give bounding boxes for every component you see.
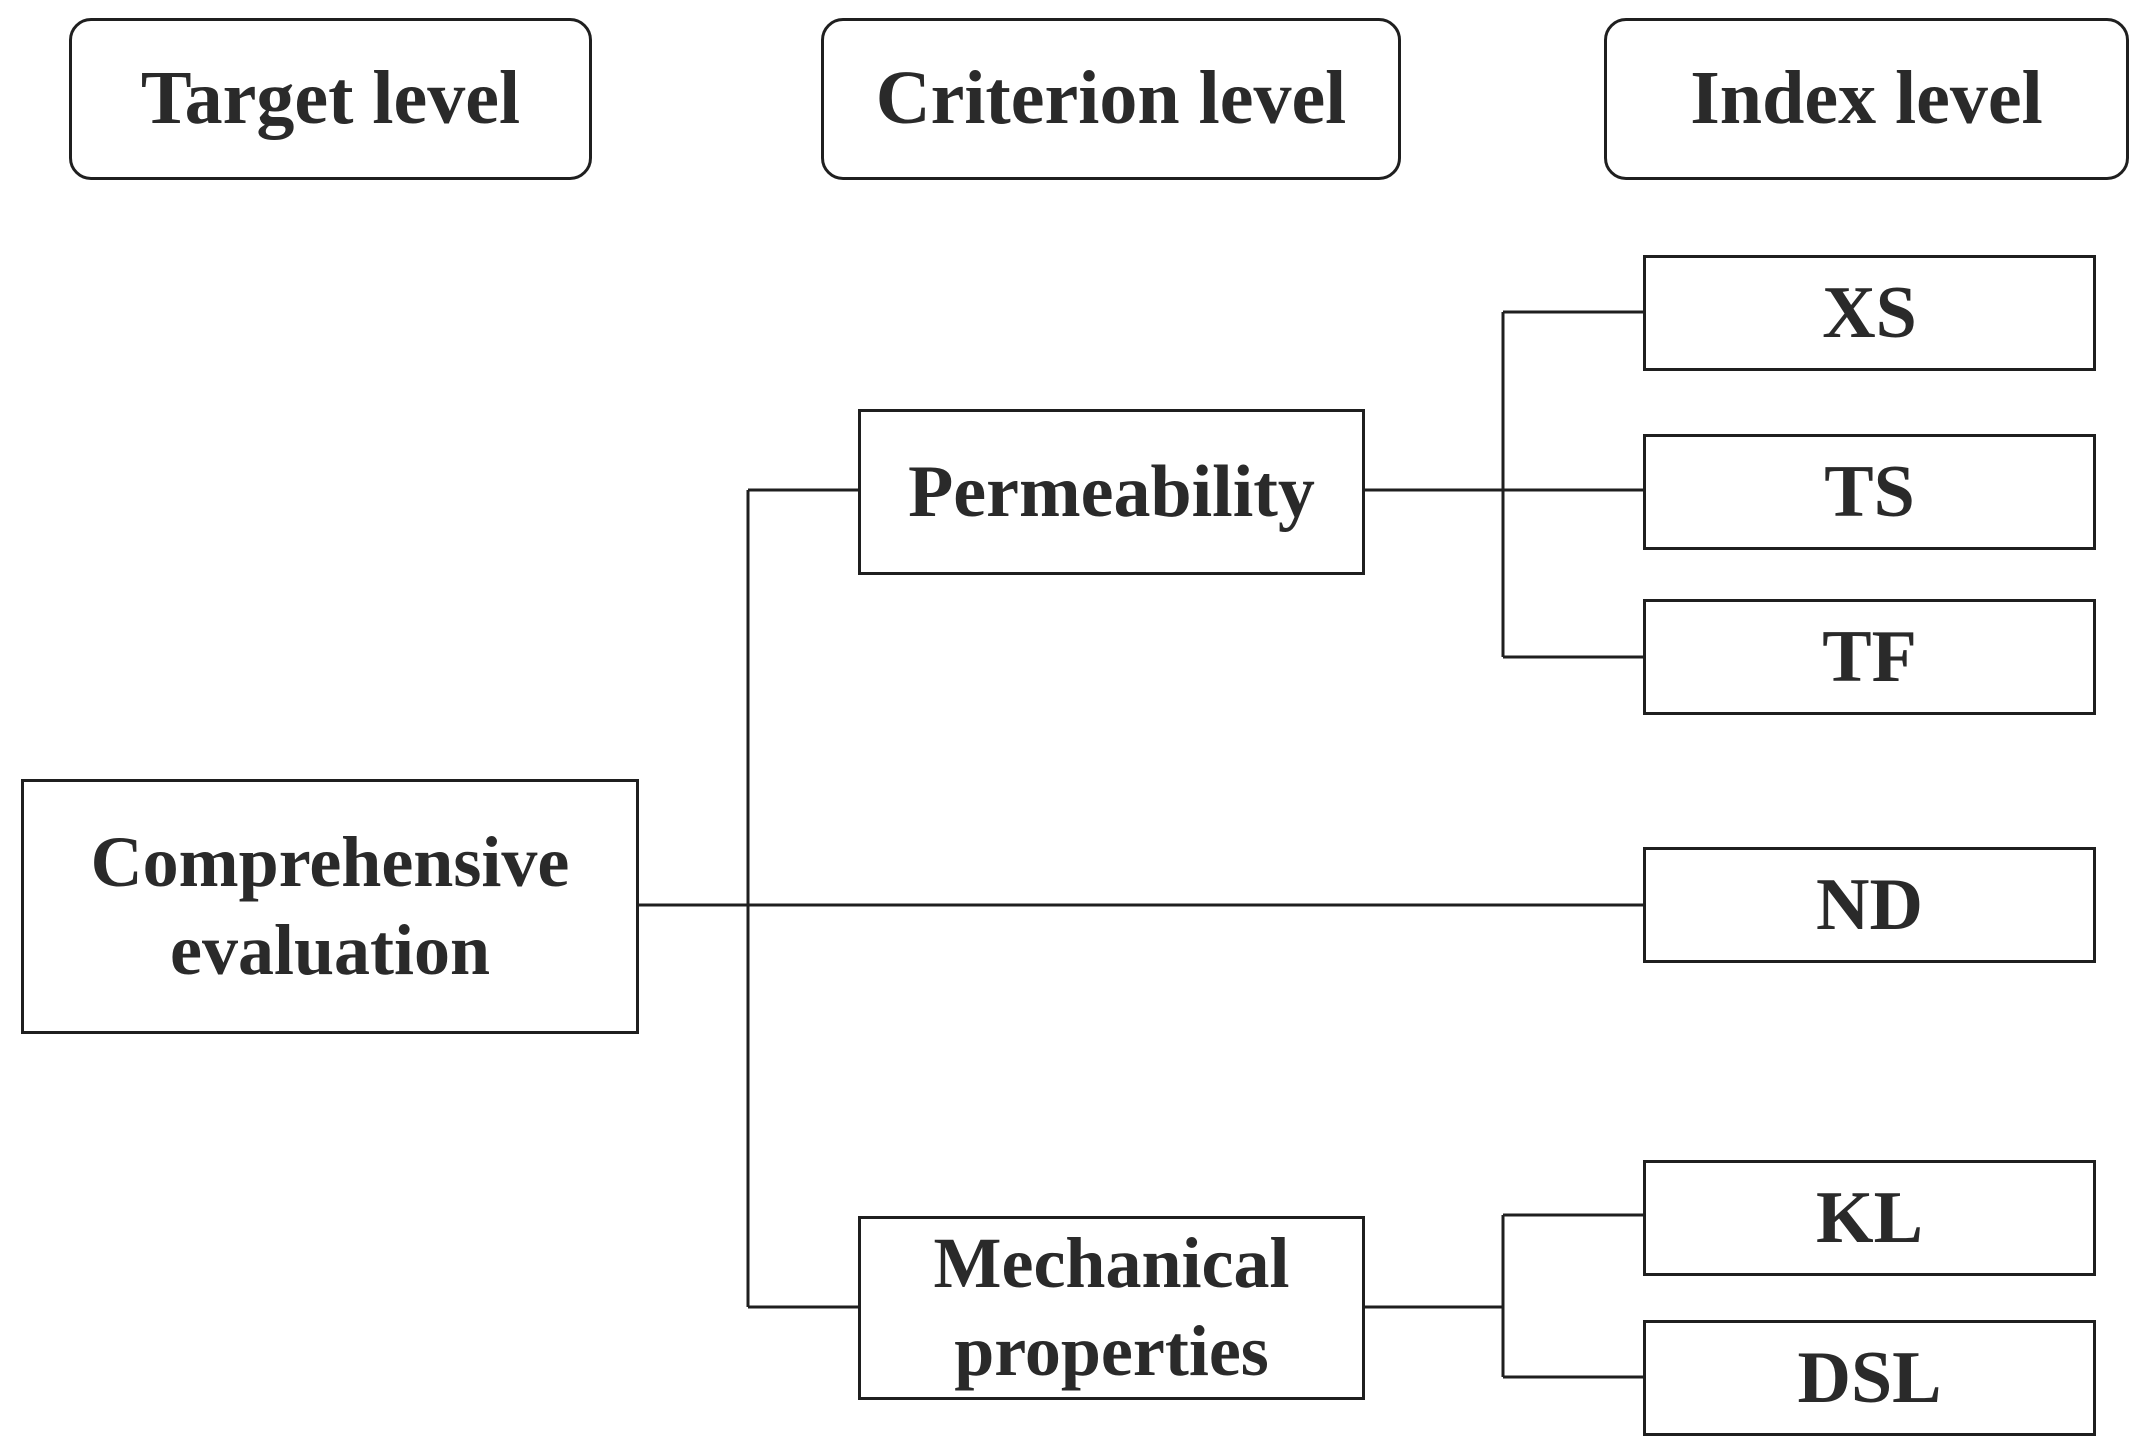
mechanical-properties-node: Mechanical properties bbox=[858, 1216, 1365, 1400]
index-dsl-node: DSL bbox=[1643, 1320, 2096, 1436]
index-level-label: Index level bbox=[1690, 56, 2043, 141]
root-line-1: Comprehensive bbox=[90, 821, 570, 902]
target-level-label: Target level bbox=[140, 56, 521, 141]
root-line-2: evaluation bbox=[169, 909, 491, 990]
index-kl-label: KL bbox=[1816, 1176, 1923, 1259]
index-kl-node: KL bbox=[1643, 1160, 2096, 1276]
index-dsl-label: DSL bbox=[1797, 1336, 1942, 1419]
index-nd-node: ND bbox=[1643, 847, 2096, 963]
index-ts-node: TS bbox=[1643, 434, 2096, 550]
comprehensive-evaluation-node: Comprehensive evaluation bbox=[21, 779, 639, 1034]
mechanical-line-2: properties bbox=[954, 1311, 1269, 1391]
criterion-level-label: Criterion level bbox=[875, 56, 1347, 141]
index-nd-label: ND bbox=[1816, 863, 1923, 946]
index-ts-label: TS bbox=[1824, 450, 1915, 533]
index-xs-node: XS bbox=[1643, 255, 2096, 371]
target-level-header: Target level bbox=[69, 18, 592, 180]
index-tf-label: TF bbox=[1822, 615, 1917, 698]
index-xs-label: XS bbox=[1822, 271, 1917, 354]
mechanical-line-1: Mechanical bbox=[933, 1223, 1290, 1304]
criterion-level-header: Criterion level bbox=[821, 18, 1401, 180]
permeability-node: Permeability bbox=[858, 409, 1365, 575]
index-level-header: Index level bbox=[1604, 18, 2129, 180]
index-tf-node: TF bbox=[1643, 599, 2096, 715]
permeability-label: Permeability bbox=[908, 450, 1315, 533]
